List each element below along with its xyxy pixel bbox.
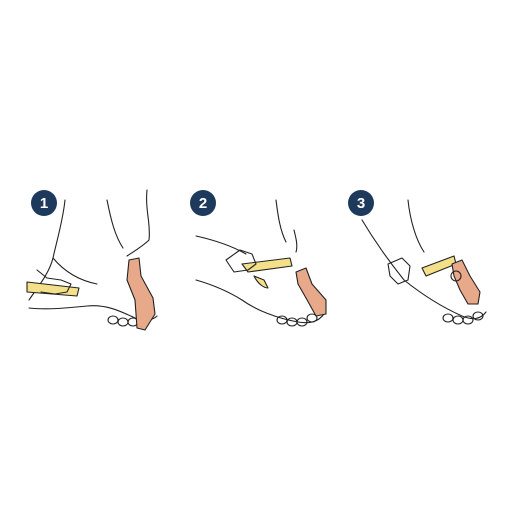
toes	[442, 311, 484, 325]
foot-outline	[241, 299, 325, 324]
step-panel-2: 2	[186, 180, 336, 340]
step-panel-1: 1	[26, 180, 177, 340]
ankle-outline	[52, 257, 98, 285]
leg-outline	[361, 199, 425, 281]
splint-hinge	[450, 270, 462, 282]
splint	[126, 257, 156, 331]
right-hand	[106, 189, 150, 257]
step-badge-2: 2	[190, 190, 216, 216]
splint	[451, 259, 481, 305]
strap	[241, 257, 293, 289]
step-panel-3: 3	[344, 180, 494, 340]
step-1-illustration	[26, 189, 158, 331]
foot-outline	[403, 279, 487, 320]
step-badge-1: 1	[31, 190, 57, 216]
step-badge-3: 3	[348, 190, 374, 216]
step-3-illustration	[361, 199, 487, 325]
hand	[387, 257, 411, 285]
step-2-illustration	[195, 199, 327, 327]
left-hand	[225, 249, 257, 273]
toes	[276, 313, 318, 327]
splint	[295, 267, 327, 317]
leg-outline	[195, 235, 247, 301]
left-hand	[36, 269, 72, 295]
right-hand	[275, 199, 298, 253]
strap	[421, 255, 457, 277]
